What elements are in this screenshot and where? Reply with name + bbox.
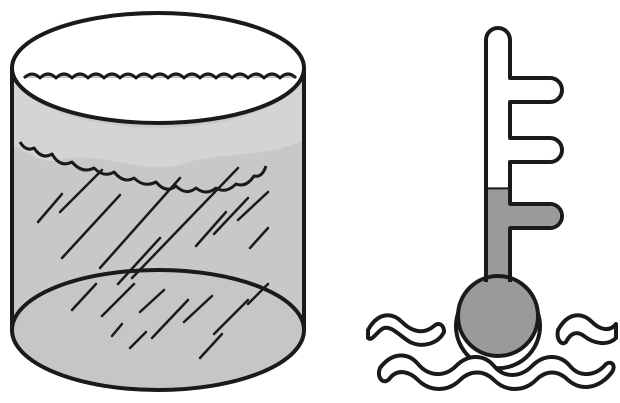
thermometer-icon xyxy=(456,28,562,368)
cylinder-water-icon xyxy=(12,13,304,390)
wave-left-upper xyxy=(368,315,444,344)
thermometer-bulb xyxy=(458,276,538,356)
top-rim xyxy=(12,13,304,123)
water-surface-wave-top xyxy=(24,74,296,78)
mercury-tick-arm xyxy=(508,206,560,226)
wave-right-upper xyxy=(558,315,616,343)
